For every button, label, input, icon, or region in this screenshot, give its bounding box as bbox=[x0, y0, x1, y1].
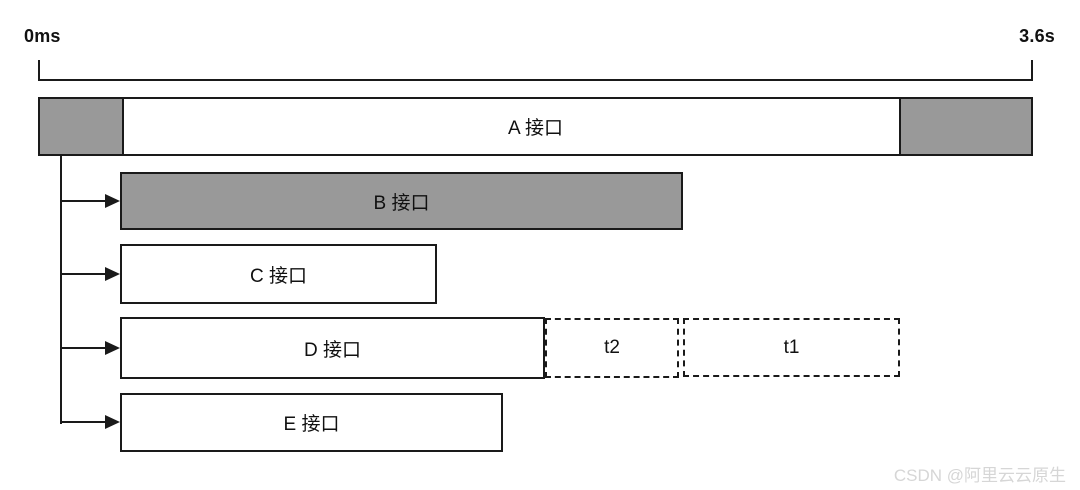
bar-c-interface: C 接口 bbox=[120, 244, 437, 304]
arrow-line bbox=[61, 200, 107, 202]
arrow-to-bar-b bbox=[61, 194, 120, 208]
csdn-watermark: CSDN @阿里云云原生 bbox=[893, 466, 1066, 485]
arrow-to-bar-d bbox=[61, 341, 120, 355]
t1-label: t1 bbox=[783, 336, 800, 358]
arrowhead-icon bbox=[105, 341, 120, 355]
arrow-line bbox=[61, 421, 107, 423]
arrow-to-bar-e bbox=[61, 415, 120, 429]
dashed-box-t2: t2 bbox=[545, 318, 679, 378]
arrowhead-icon bbox=[105, 194, 120, 208]
arrowhead-icon bbox=[105, 267, 120, 281]
bar-a-gray-right-segment bbox=[899, 99, 1031, 154]
bar-e-interface: E 接口 bbox=[120, 393, 503, 452]
bar-c-label: C 接口 bbox=[249, 265, 307, 287]
bar-e-label: E 接口 bbox=[283, 414, 340, 435]
bar-b-label: B 接口 bbox=[373, 192, 430, 214]
bar-a-interface: A 接口 bbox=[38, 97, 1033, 156]
connector-trunk-line bbox=[60, 156, 62, 424]
bar-d-interface: D 接口 bbox=[120, 317, 545, 379]
arrowhead-icon bbox=[105, 415, 120, 429]
arrow-line bbox=[61, 273, 107, 275]
timeline-end-label: 3.6s bbox=[1019, 26, 1055, 46]
arrow-line bbox=[61, 347, 107, 349]
bar-a-label: A 接口 bbox=[508, 118, 563, 139]
bar-b-interface: B 接口 bbox=[120, 172, 683, 230]
arrow-to-bar-c bbox=[61, 267, 120, 281]
bar-d-label: D 接口 bbox=[303, 339, 361, 361]
timeline-start-label: 0ms bbox=[24, 26, 61, 46]
t2-label: t2 bbox=[604, 337, 620, 358]
bar-a-gray-left-segment bbox=[40, 99, 124, 154]
dashed-box-t1: t1 bbox=[683, 318, 900, 377]
timeline-bracket bbox=[38, 60, 1033, 81]
